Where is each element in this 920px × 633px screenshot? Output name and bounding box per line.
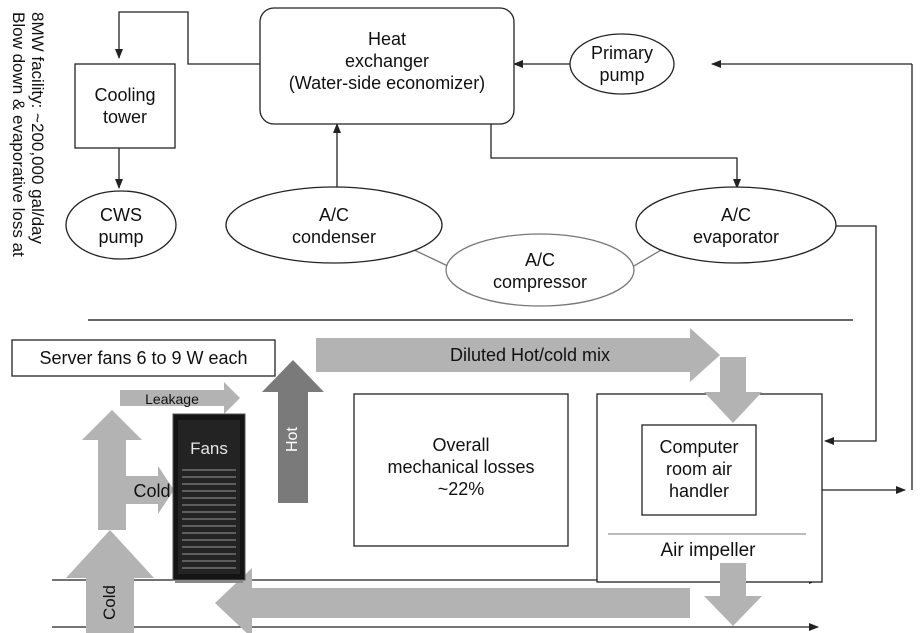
link-condenser-compressor <box>409 247 453 269</box>
crah-line3: handler <box>668 481 730 501</box>
arrow-diluted-mix <box>316 328 720 382</box>
ac-evaporator-ellipse <box>635 186 837 264</box>
cooling-tower-box <box>74 63 176 149</box>
ac-evaporator-line2: evaporator <box>692 227 780 247</box>
cws-pump-line2: pump <box>98 227 144 247</box>
heat-exchanger-label: Heat exchanger (Water-side economizer) <box>260 28 514 94</box>
primary-pump-label: Primary pump <box>570 42 674 86</box>
ac-evaporator-line1: A/C <box>720 205 751 225</box>
primary-pump-line2: pump <box>599 65 645 85</box>
crah-line2: room air <box>665 459 732 479</box>
arrow-cold-vertical <box>82 410 142 530</box>
arrow-into-crah <box>704 357 762 423</box>
arrow-hot <box>262 360 324 503</box>
ac-condenser-line2: condenser <box>291 227 377 247</box>
cooling-tower-label: Cooling tower <box>75 84 175 128</box>
ac-condenser-label: A/C condenser <box>226 204 442 248</box>
ac-compressor-label: A/C compressor <box>446 249 634 293</box>
overall-losses-line2: mechanical losses <box>387 457 535 477</box>
cws-pump-line1: CWS <box>100 205 142 225</box>
overall-losses-line1: Overall <box>432 435 490 455</box>
overall-losses-box <box>353 393 569 547</box>
air-impeller-label: Air impeller <box>660 540 756 561</box>
diluted-mix-label: Diluted Hot/cold mix <box>449 345 611 365</box>
arrow-return-floor <box>215 568 690 633</box>
arrow-leakage <box>120 382 240 414</box>
arrow-cold-bottom <box>66 530 154 633</box>
line-hx-to-evaporator <box>490 124 741 189</box>
side-note-line2: 8MW facility: ~200,000 gal/day <box>28 12 47 244</box>
cws-pump-ellipse <box>65 190 177 260</box>
primary-pump-ellipse <box>569 33 675 95</box>
cold-mid-label: Cold <box>133 481 171 501</box>
heat-exchanger-box <box>259 7 515 125</box>
leakage-label: Leakage <box>145 391 199 407</box>
ac-condenser-ellipse <box>225 186 443 264</box>
ac-compressor-ellipse <box>445 233 635 307</box>
cws-pump-label: CWS pump <box>66 204 176 248</box>
rack-fans-label: Fans <box>190 439 228 458</box>
cooling-tower-line2: tower <box>102 107 147 127</box>
cold-bottom-label: Cold <box>100 585 119 620</box>
crah-label: Computer room air handler <box>642 436 756 502</box>
hx-line1: Heat <box>367 29 407 49</box>
server-fans-box <box>11 339 276 377</box>
server-fans-label: Server fans 6 to 9 W each <box>39 348 248 368</box>
crah-line1: Computer <box>659 437 739 457</box>
ac-compressor-line2: compressor <box>492 272 588 292</box>
hot-label: Hot <box>284 427 301 452</box>
server-rack <box>172 413 246 583</box>
hx-line3: (Water-side economizer) <box>288 73 486 93</box>
primary-pump-line1: Primary <box>591 43 653 63</box>
arrow-cold-horizontal <box>126 466 174 514</box>
arrow-impeller-down <box>704 563 762 626</box>
ac-condenser-line1: A/C <box>318 205 349 225</box>
overall-losses-line3: ~22% <box>437 479 485 499</box>
ac-evaporator-label: A/C evaporator <box>636 204 836 248</box>
crah-inner-box <box>641 424 757 516</box>
side-note-line1: Blow down & evaporative loss at <box>9 12 28 257</box>
airflow-arrows <box>66 328 762 633</box>
line-hx-to-cooling-tower <box>115 11 260 65</box>
line-evaporator-to-crah <box>824 225 877 445</box>
hx-line2: exchanger <box>344 51 430 71</box>
overall-losses-label: Overall mechanical losses ~22% <box>354 434 568 500</box>
cooling-tower-line1: Cooling <box>94 85 156 105</box>
ac-compressor-line1: A/C <box>524 250 555 270</box>
